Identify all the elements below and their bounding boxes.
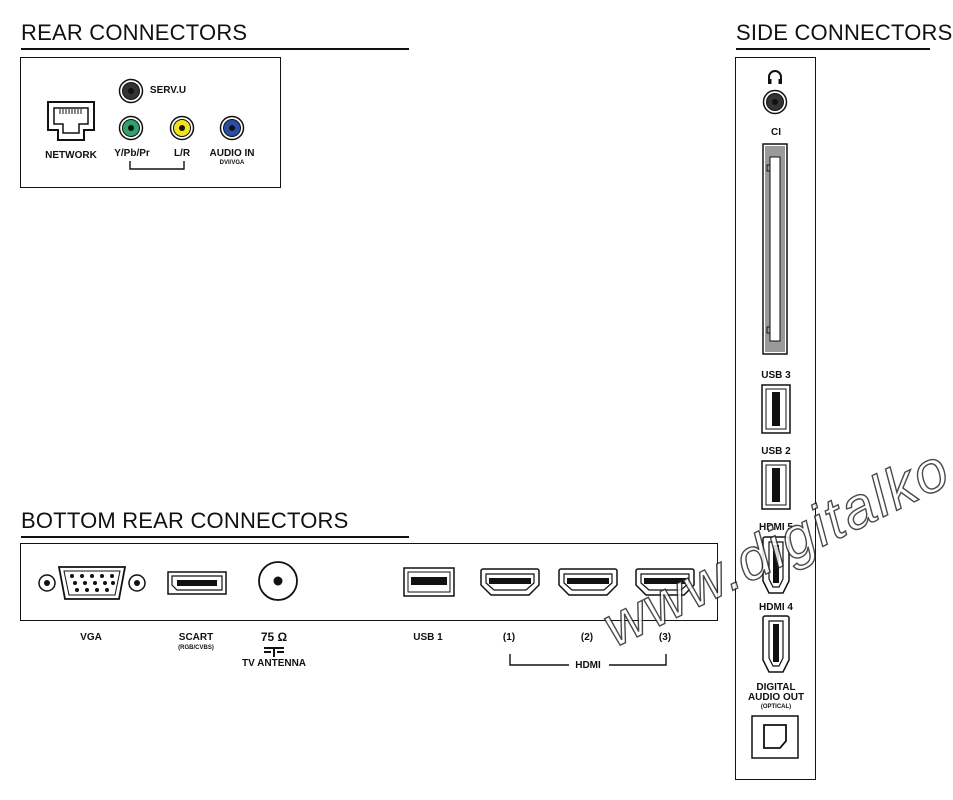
- vga-label: VGA: [80, 632, 102, 643]
- rear-title-rule: [21, 48, 409, 50]
- optical-port-icon: [751, 715, 799, 759]
- usb2-label: USB 2: [761, 446, 791, 457]
- usb2-port-icon: [761, 460, 791, 510]
- usb1-label: USB 1: [413, 632, 443, 643]
- ypbpr-jack-icon: [118, 115, 144, 141]
- hdmi-group-label: HDMI: [575, 660, 601, 671]
- network-label: NETWORK: [45, 150, 97, 161]
- headphone-icon: [767, 69, 783, 85]
- rear-connectors-panel: NETWORK SERV.U Y/Pb/Pr L/R: [20, 57, 281, 188]
- hdmi3-port-icon: [635, 568, 695, 596]
- hdmi3-label: (3): [658, 632, 672, 643]
- antenna-symbol-icon: [262, 645, 286, 657]
- lr-label: L/R: [173, 148, 191, 159]
- digital-audio-label-line1: DIGITAL: [756, 682, 796, 693]
- audio-in-sublabel: DVI/VGA: [219, 160, 245, 166]
- ypbpr-label: Y/Pb/Pr: [114, 148, 150, 159]
- hdmi4-label: HDMI 4: [759, 602, 793, 613]
- usb3-port-icon: [761, 384, 791, 434]
- hdmi2-port-icon: [558, 568, 618, 596]
- vga-port-icon: [37, 564, 147, 602]
- hdmi4-port-icon: [762, 615, 790, 673]
- component-group-bracket: [129, 161, 185, 171]
- bottom-rear-connectors-title: BOTTOM REAR CONNECTORS: [21, 508, 349, 533]
- hdmi1-label: (1): [502, 632, 516, 643]
- scart-label: SCART: [178, 632, 214, 643]
- network-port-icon: [46, 100, 96, 142]
- audio-in-label: AUDIO IN: [209, 148, 255, 159]
- usb1-port-icon: [403, 567, 455, 597]
- digital-audio-sublabel: (OPTICAL): [760, 704, 792, 710]
- bottom-rear-connectors-panel: [20, 543, 718, 621]
- hdmi-group-bracket: [509, 654, 669, 668]
- scart-sublabel: (RGB/CVBS): [178, 645, 214, 651]
- hdmi5-port-icon: [762, 536, 790, 594]
- antenna-port-icon: [257, 560, 299, 602]
- ci-label: CI: [771, 127, 781, 138]
- hdmi2-label: (2): [580, 632, 594, 643]
- tv-antenna-label: TV ANTENNA: [241, 658, 307, 669]
- side-title-rule: [736, 48, 930, 50]
- hdmi1-port-icon: [480, 568, 540, 596]
- lr-jack-icon: [169, 115, 195, 141]
- digital-audio-label-line2: AUDIO OUT: [747, 692, 805, 703]
- rear-connectors-title: REAR CONNECTORS: [21, 20, 248, 45]
- hdmi5-label: HDMI 5: [759, 522, 793, 533]
- bottom-title-rule: [21, 536, 409, 538]
- side-connectors-panel: CI USB 3 USB 2 HDMI 5: [735, 57, 816, 780]
- headphone-jack-icon: [762, 89, 788, 115]
- serv-u-label: SERV.U: [149, 85, 187, 96]
- serv-u-jack-icon: [118, 78, 144, 104]
- ci-slot-icon: [762, 143, 788, 355]
- antenna-ohm-label: 75 Ω: [260, 630, 288, 644]
- scart-port-icon: [167, 571, 227, 595]
- usb3-label: USB 3: [761, 370, 791, 381]
- audio-in-jack-icon: [219, 115, 245, 141]
- side-connectors-title: SIDE CONNECTORS: [736, 20, 953, 45]
